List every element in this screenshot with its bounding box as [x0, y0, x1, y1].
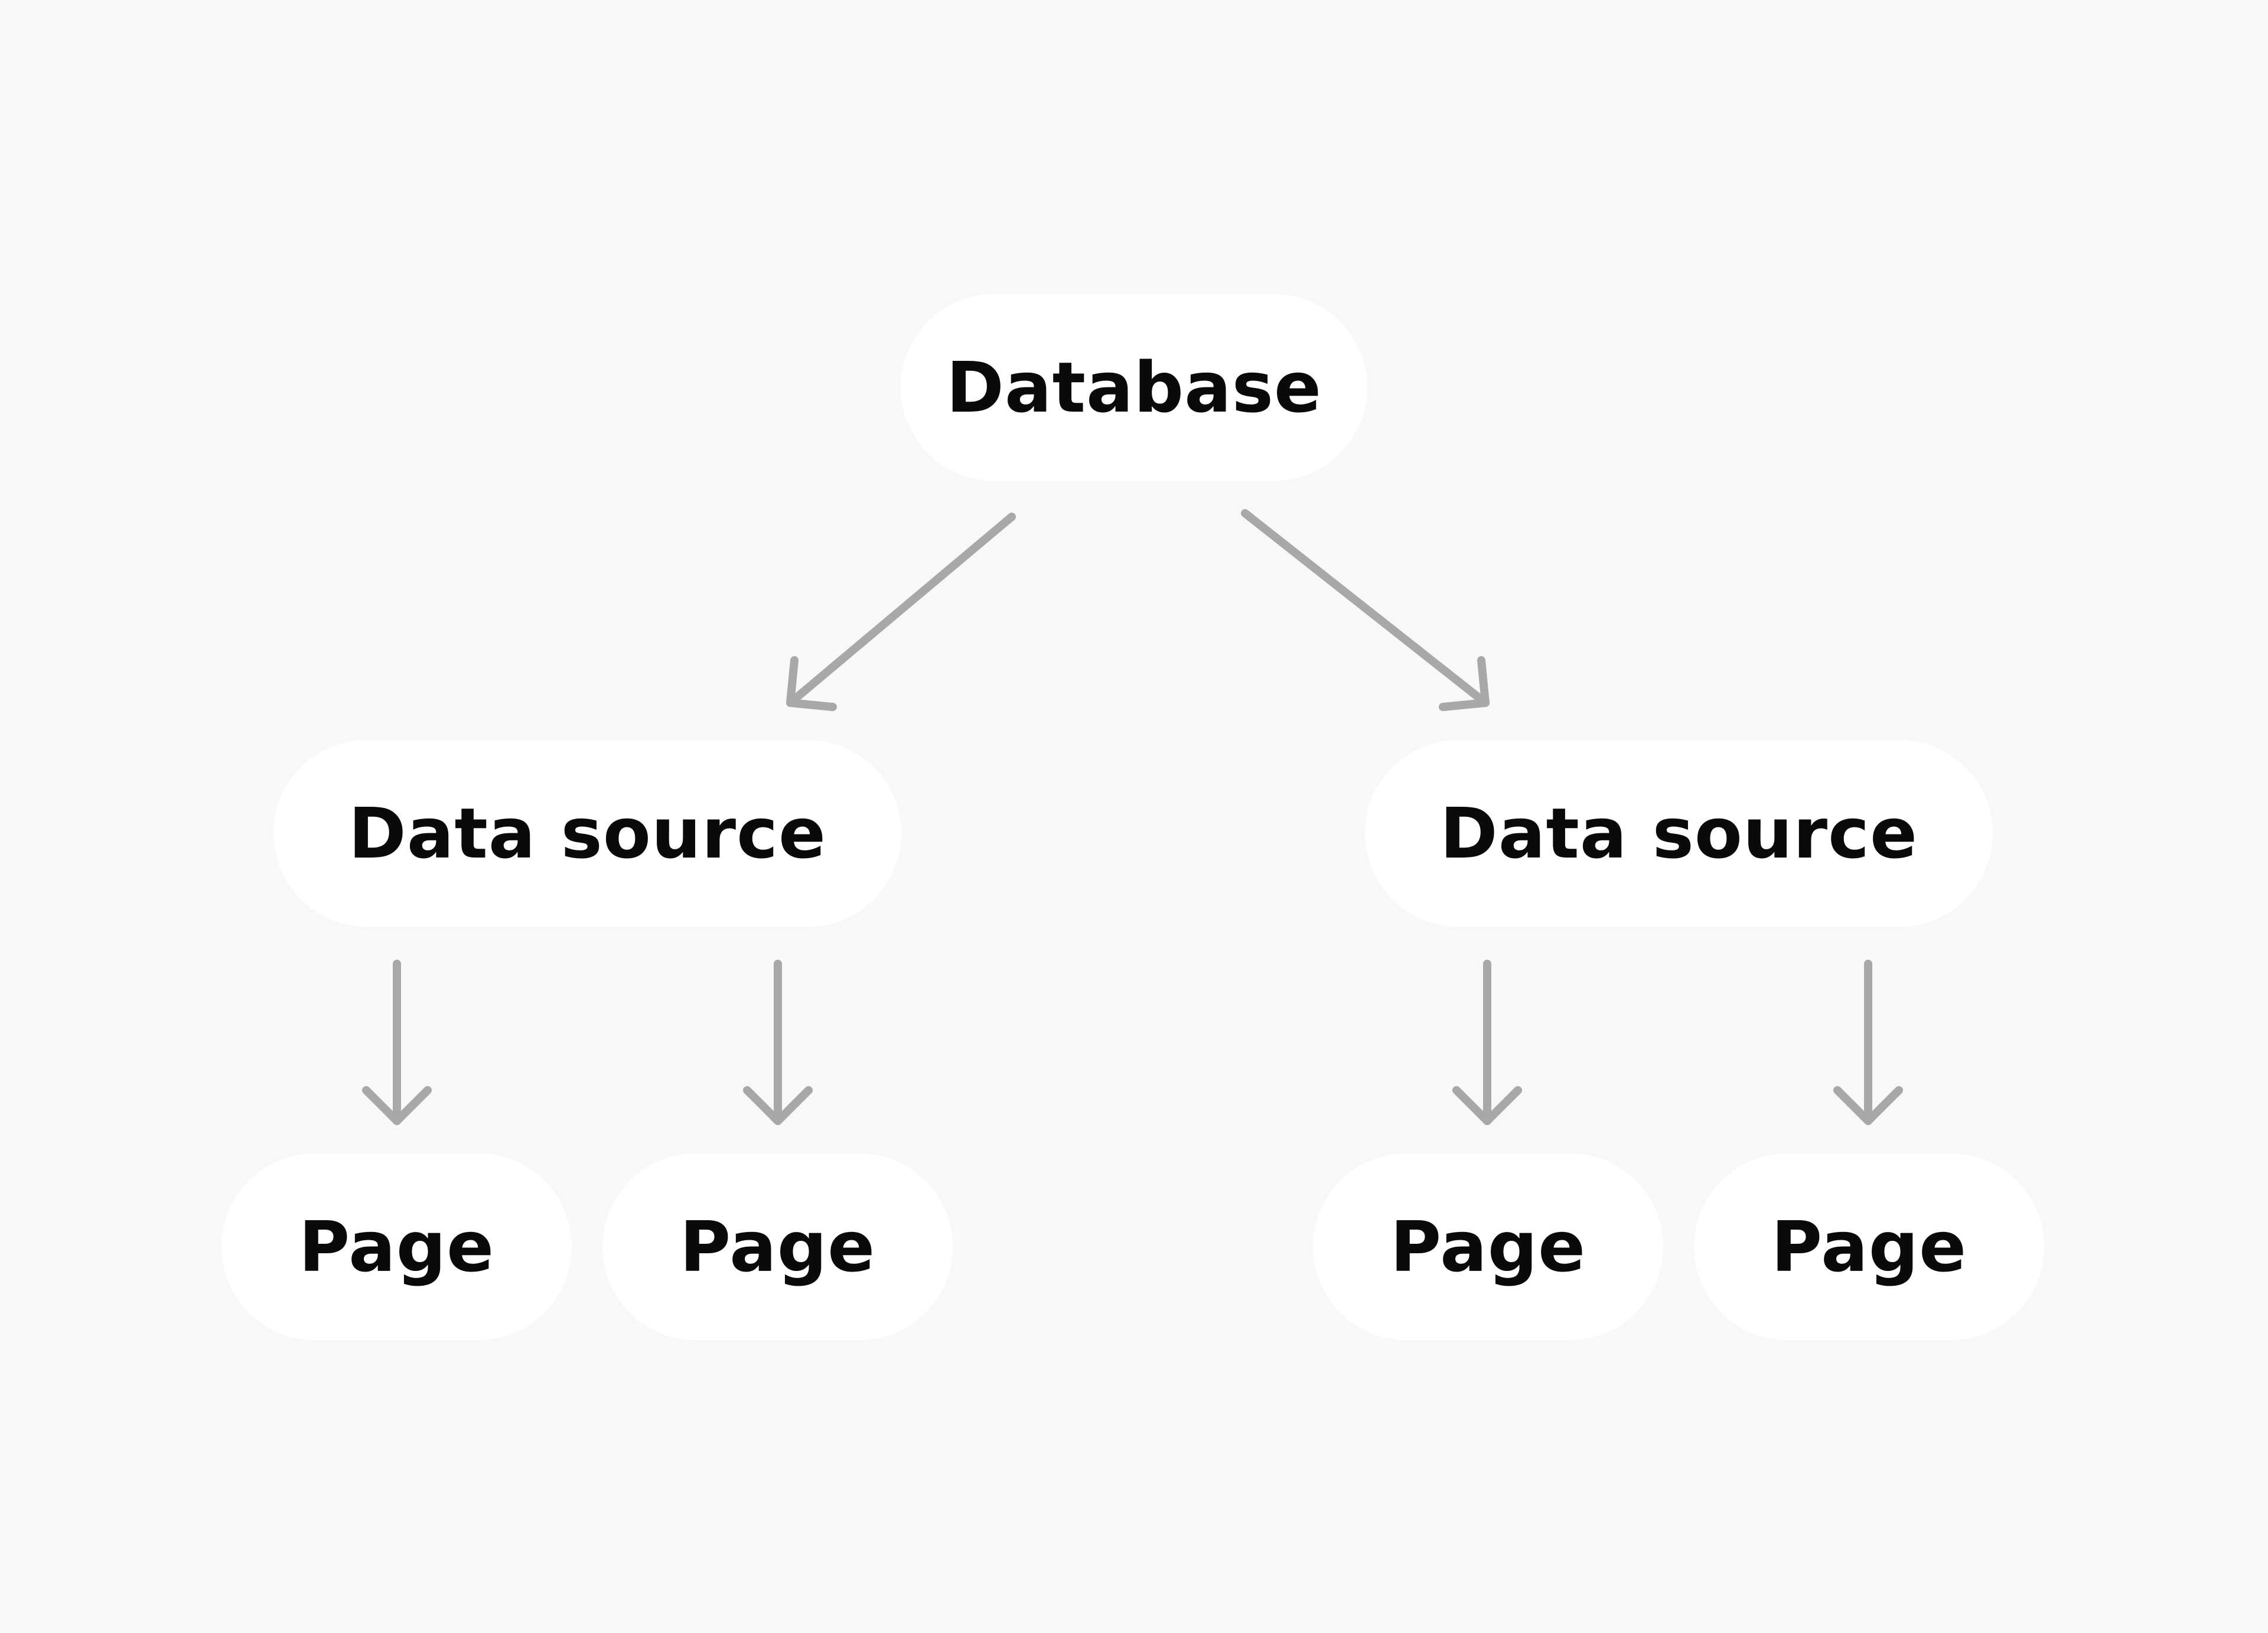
- arrow-ds1-to-p2: [743, 960, 813, 1125]
- page-label: Page: [1390, 1206, 1586, 1288]
- database-label: Database: [946, 347, 1322, 428]
- data-source-node-left: Data source: [273, 740, 901, 927]
- data-source-node-right: Data source: [1365, 740, 1993, 927]
- page-label: Page: [679, 1206, 876, 1288]
- arrow-db-to-ds1: [786, 513, 1016, 711]
- page-label: Page: [298, 1206, 495, 1288]
- page-label: Page: [1771, 1206, 1967, 1288]
- arrow-ds2-to-p4: [1833, 960, 1903, 1125]
- arrow-ds1-to-p1: [362, 960, 432, 1125]
- page-node-4: Page: [1694, 1153, 2044, 1340]
- arrow-db-to-ds2: [1241, 509, 1490, 711]
- page-node-3: Page: [1313, 1153, 1663, 1340]
- page-node-2: Page: [602, 1153, 953, 1340]
- data-source-label: Data source: [1439, 793, 1918, 874]
- page-node-1: Page: [221, 1153, 572, 1340]
- arrow-ds2-to-p3: [1452, 960, 1522, 1125]
- data-source-label: Data source: [348, 793, 827, 874]
- database-node: Database: [901, 294, 1367, 481]
